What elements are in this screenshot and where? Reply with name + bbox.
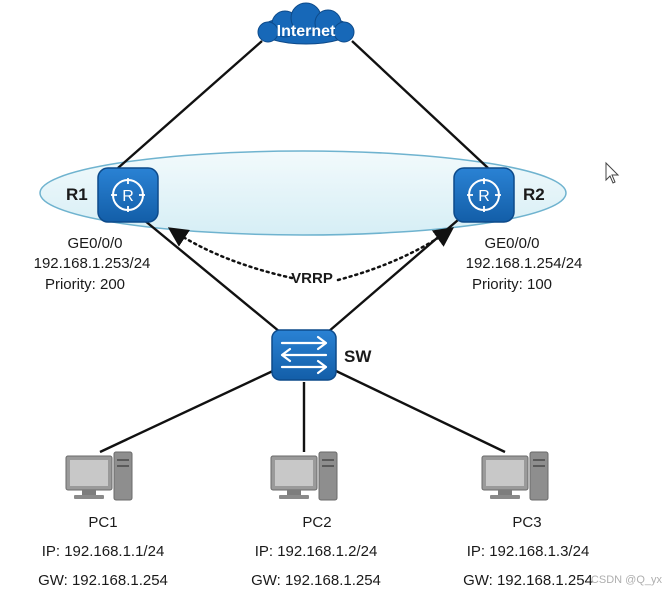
vrrp-arrow-left [167,227,294,280]
pc-icon [270,451,338,501]
r2-interface: GE0/0/0 [484,235,539,252]
pc3-gw: GW: 192.168.1.254 [463,572,593,589]
cloud-icon [257,2,355,45]
link-sw-pc3 [333,368,506,454]
pc3-ip: IP: 192.168.1.3/24 [467,543,590,560]
pc-icon [481,451,549,501]
links [99,40,506,454]
internet-cloud: Internet [257,2,355,45]
router-r1[interactable]: R [97,167,159,223]
r1-ip: 192.168.1.253/24 [34,255,151,272]
sw-name: SW [344,347,372,366]
router-r2[interactable]: R [453,167,515,223]
pc2[interactable] [270,451,338,501]
watermark: CSDN @Q_yx [591,574,663,586]
r1-name: R1 [66,185,88,204]
r1-priority: Priority: 200 [45,276,125,293]
pc-icon [65,451,133,501]
pc2-gw: GW: 192.168.1.254 [251,572,381,589]
switch-sw[interactable] [271,329,337,381]
link-r1-sw [143,219,281,333]
router-icon-letter: R [122,188,134,205]
mouse-cursor-icon [605,161,620,184]
pc1-gw: GW: 192.168.1.254 [38,572,168,589]
vrrp-group-ring [39,150,567,236]
r2-name: R2 [523,185,545,204]
r2-ip: 192.168.1.254/24 [466,255,583,272]
pc1-ip: IP: 192.168.1.1/24 [42,543,165,560]
pc1-name: PC1 [88,514,117,531]
link-internet-r2 [351,40,489,169]
router-icon [97,167,159,223]
link-sw-pc1 [99,368,276,454]
vrrp-label: VRRP [291,270,333,287]
pc2-ip: IP: 192.168.1.2/24 [255,543,378,560]
internet-label: Internet [277,23,336,40]
pc1[interactable] [65,451,133,501]
r1-interface: GE0/0/0 [67,235,122,252]
vrrp-arrow-right [336,227,455,282]
r2-priority: Priority: 100 [472,276,552,293]
pc3[interactable] [481,451,549,501]
router-icon-letter: R [478,188,490,205]
router-icon [453,167,515,223]
link-internet-r1 [117,40,263,169]
pc2-name: PC2 [302,514,331,531]
pc3-name: PC3 [512,514,541,531]
